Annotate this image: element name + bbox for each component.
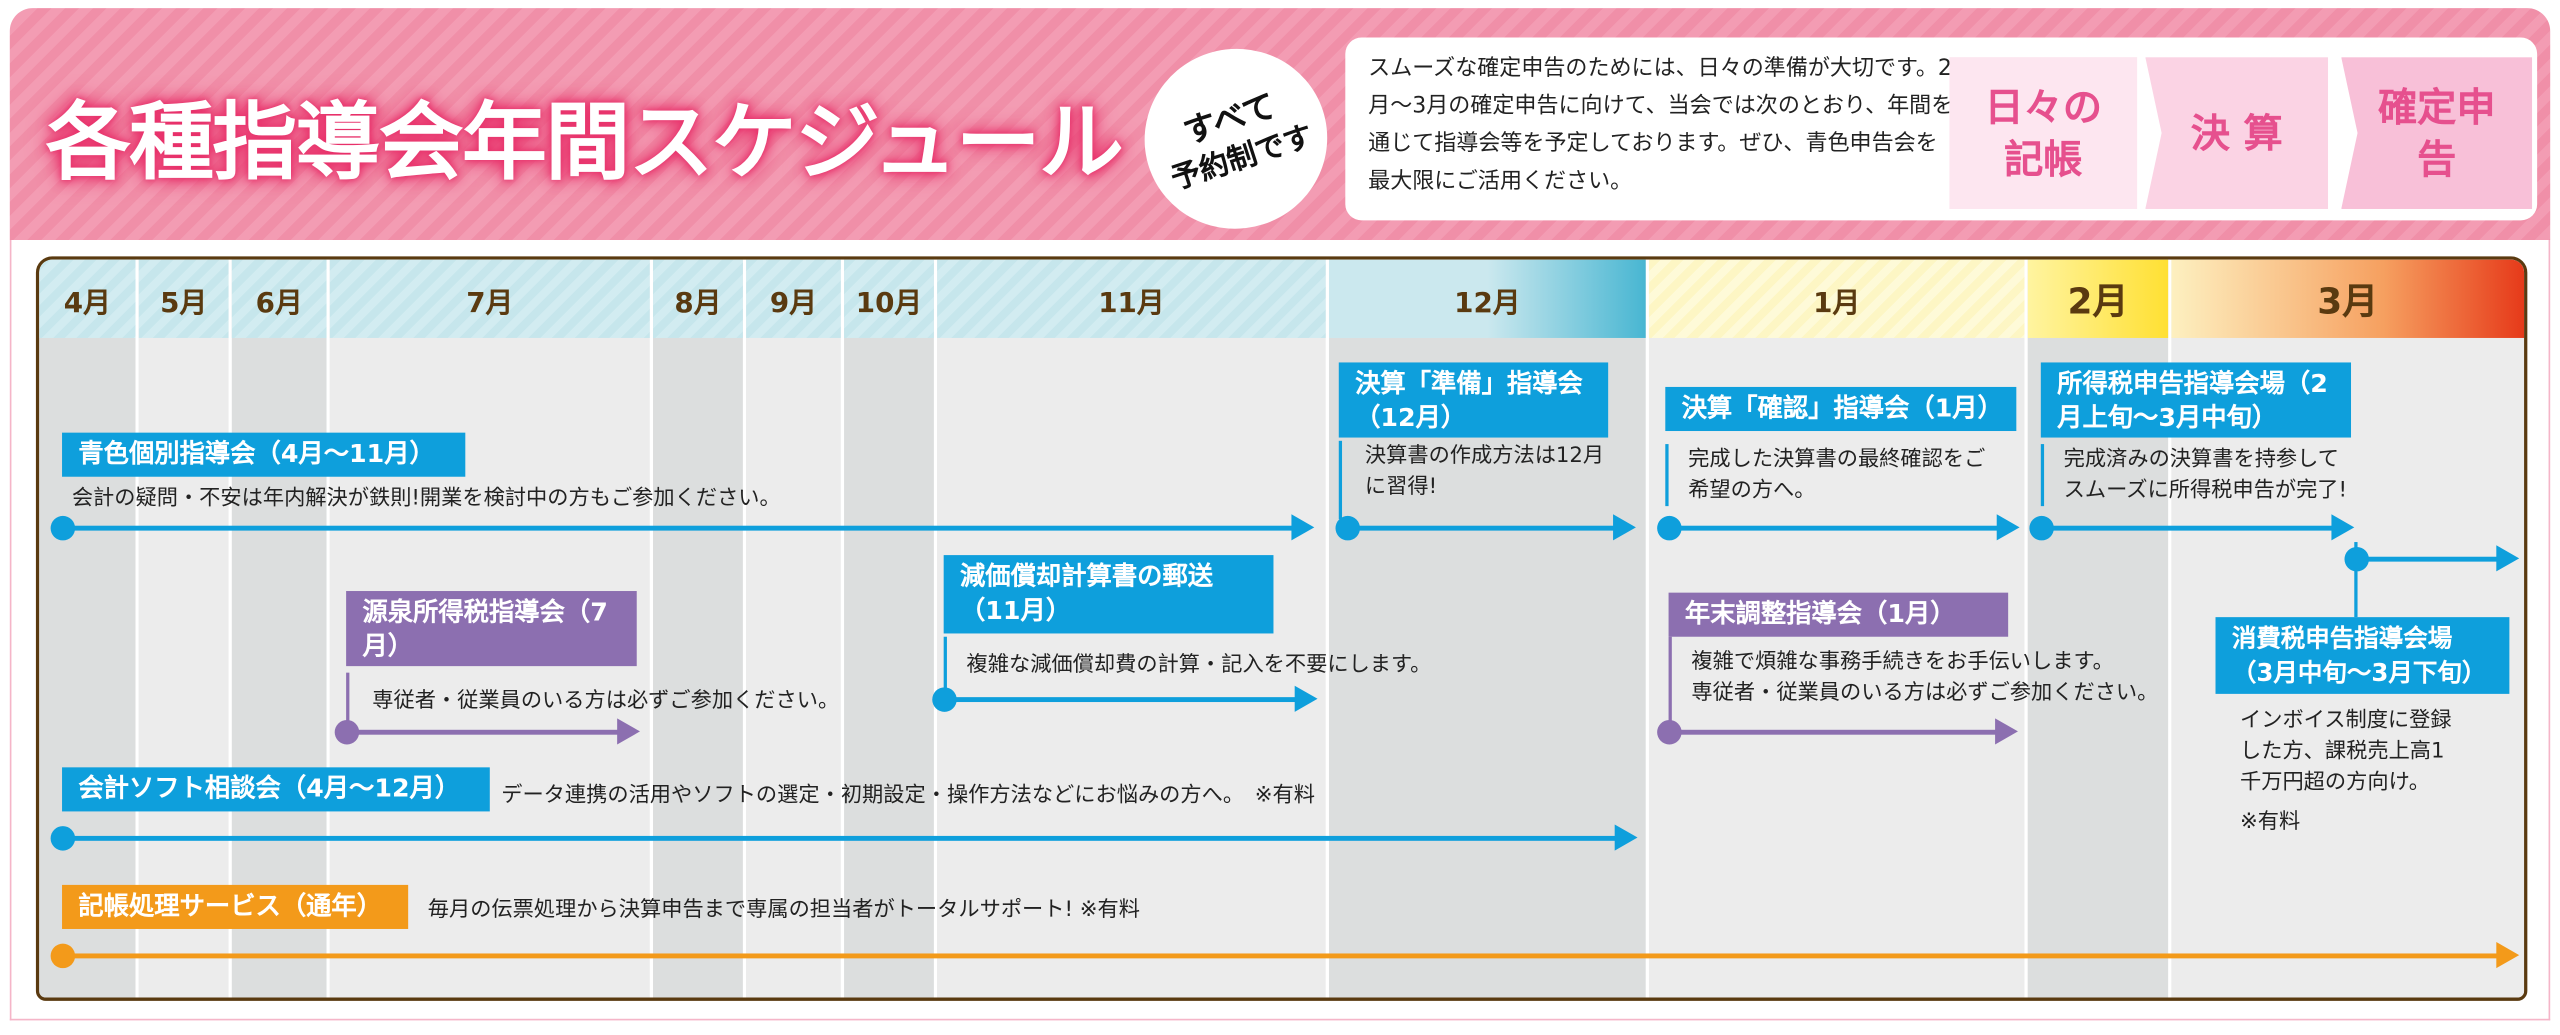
arrow-aoiro: [50, 514, 1315, 541]
month-column: 4月: [39, 259, 139, 998]
event-shotoku-desc: 完成済みの決算書を持参してスムーズに所得税申告が完了!: [2040, 444, 2351, 507]
arrow-nenmatsu: [1657, 718, 2018, 745]
step-label: 決 算: [2190, 110, 2283, 156]
event-shohi-desc: インボイス制度に登録した方、課税売上高1千万円超の方向け。: [2239, 708, 2452, 796]
month-header: 8月: [653, 259, 743, 338]
month-header: 4月: [39, 259, 136, 338]
month-column: 5月: [138, 259, 232, 998]
event-kicho-title: 記帳処理サービス（通年）: [62, 884, 409, 929]
month-column: 6月: [231, 259, 330, 998]
month-header: 6月: [231, 259, 327, 338]
event-genka-title: 減価償却計算書の郵送（11月）: [943, 555, 1274, 634]
month-header: 3月: [2171, 259, 2525, 338]
arrow-shotoku: [2029, 514, 2355, 541]
event-shohi-note: ※有料: [2239, 809, 2301, 835]
event-gensen-title: 源泉所得税指導会（7月）: [346, 591, 637, 667]
step-label: 日々の記帳: [1984, 84, 2103, 183]
arrow-junbi: [1335, 514, 1636, 541]
event-junbi-title: 決算「準備」指導会（12月）: [1338, 362, 1609, 438]
reservation-badge: すべて 予約制です: [1121, 25, 1351, 253]
event-nenmatsu-desc2: 専従者・従業員のいる方は必ずご参加ください。: [1691, 680, 2159, 706]
event-nenmatsu-title: 年末調整指導会（1月）: [1668, 592, 2009, 637]
month-header: 2月: [2027, 259, 2169, 338]
event-kicho-desc: 毎月の伝票処理から決算申告まで専属の担当者がトータルサポート! ※有料: [427, 897, 1140, 923]
month-column: 8月: [653, 259, 747, 998]
event-nenmatsu-desc: 複雑で煩雑な事務手続きをお手伝いします。 専従者・従業員のいる方は必ずご参加くだ…: [1668, 636, 2159, 732]
month-column: 9月: [746, 259, 845, 998]
event-shotoku-title: 所得税申告指導会場（2月上旬～3月中旬）: [2040, 362, 2352, 438]
month-header: 12月: [1328, 259, 1646, 338]
header-banner: 各種指導会年間スケジュール すべて 予約制です スムーズな確定申告のためには、日…: [9, 8, 2551, 253]
month-header: 9月: [746, 259, 841, 338]
step-label: 確定申告: [2377, 84, 2496, 183]
event-genka-desc: 複雑な減価償却費の計算・記入を不要にします。: [943, 636, 1431, 699]
event-gensen-desc: 専従者・従業員のいる方は必ずご参加ください。: [346, 672, 839, 732]
arrow-soft: [50, 824, 1638, 851]
step-daily-bookkeeping: 日々の記帳: [1949, 57, 2138, 209]
arrow-kicho: [50, 942, 2520, 969]
arrow-gensen: [334, 718, 640, 745]
intro-text: スムーズな確定申告のためには、日々の準備が大切です。2月～3月の確定申告に向けて…: [1368, 55, 1954, 195]
month-header: 7月: [329, 259, 650, 338]
month-header: 1月: [1648, 259, 2025, 338]
event-soft-title: 会計ソフト相談会（4月～12月）: [62, 767, 490, 812]
event-aoiro-desc: 会計の疑問・不安は年内解決が鉄則!開業を検討中の方もご参加ください。: [71, 486, 781, 512]
event-shohi-title: 消費税申告指導会場（3月中旬～3月下旬）: [2215, 617, 2510, 694]
month-column: 10月: [844, 259, 938, 998]
month-header: 11月: [937, 259, 1326, 338]
event-kakunin-title: 決算「確認」指導会（1月）: [1665, 386, 2017, 432]
arrow-kakunin: [1657, 514, 2020, 541]
arrow-genka: [932, 685, 1318, 712]
event-kakunin-desc: 完成した決算書の最終確認をご希望の方へ。: [1665, 444, 2000, 507]
step-settlement: 決 算: [2145, 57, 2329, 209]
month-header: 10月: [844, 259, 934, 338]
month-header: 5月: [138, 259, 229, 338]
page-title: 各種指導会年間スケジュール: [45, 94, 1124, 193]
info-box: スムーズな確定申告のためには、日々の準備が大切です。2月～3月の確定申告に向けて…: [1345, 37, 2538, 221]
event-nenmatsu-desc1: 複雑で煩雑な事務手続きをお手伝いします。: [1691, 649, 2114, 675]
step-tax-return: 確定申告: [2341, 57, 2533, 209]
arrow-shohi: [2344, 545, 2520, 572]
event-aoiro-title: 青色個別指導会（4月～11月）: [62, 432, 466, 477]
connector-line: [2354, 542, 2358, 618]
event-soft-desc: データ連携の活用やソフトの選定・初期設定・操作方法などにお悩みの方へ。 ※有料: [501, 783, 1315, 809]
event-junbi-desc: 決算書の作成方法は12月に習得!: [1338, 440, 1613, 520]
